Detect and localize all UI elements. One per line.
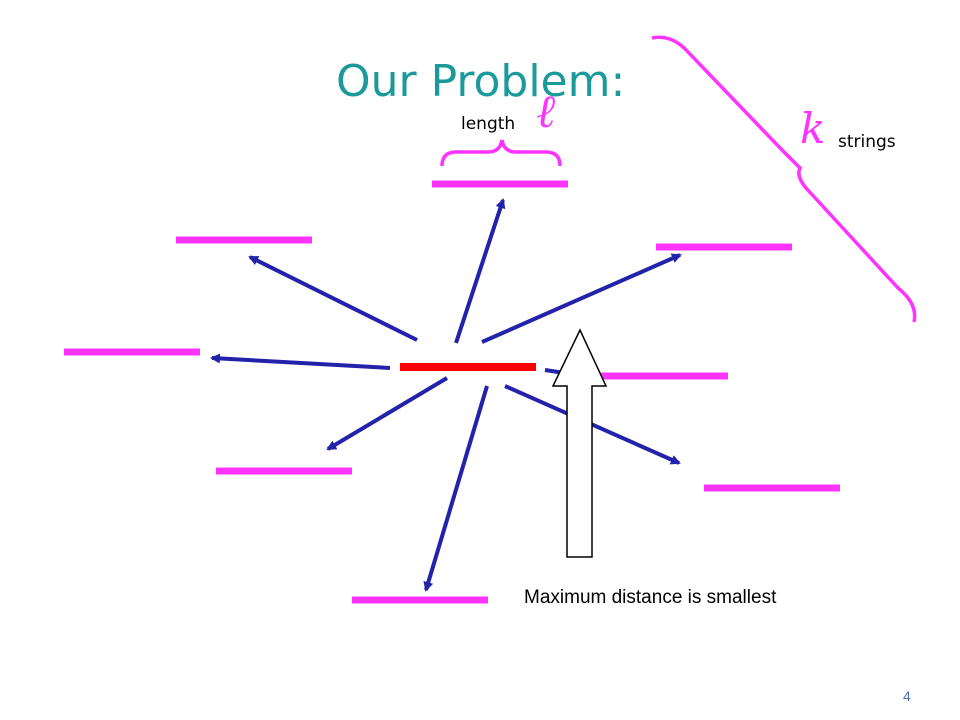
length-symbol: ℓ: [536, 84, 556, 138]
arrow-to-upper-right-string: [481, 253, 682, 344]
arrow-to-lower-left-string: [326, 376, 449, 451]
length-brace: [440, 139, 562, 167]
hollow-up-arrow: [551, 328, 608, 558]
slide-title: Our Problem:: [336, 56, 626, 107]
page-number: 4: [903, 688, 911, 704]
strings-label: strings: [838, 132, 896, 152]
caption: Maximum distance is smallest: [524, 587, 777, 608]
arrow-to-left-string: [210, 353, 391, 370]
string-segments: [64, 180, 840, 604]
arrow-to-bottom-string: [423, 385, 489, 592]
arrow-to-top-string: [454, 198, 506, 344]
arrow-to-upper-left-string: [248, 255, 418, 342]
length-label: length: [461, 114, 516, 134]
k-symbol: k: [800, 104, 826, 153]
k-strings-brace: [651, 35, 917, 323]
distance-arrows: [210, 198, 682, 592]
